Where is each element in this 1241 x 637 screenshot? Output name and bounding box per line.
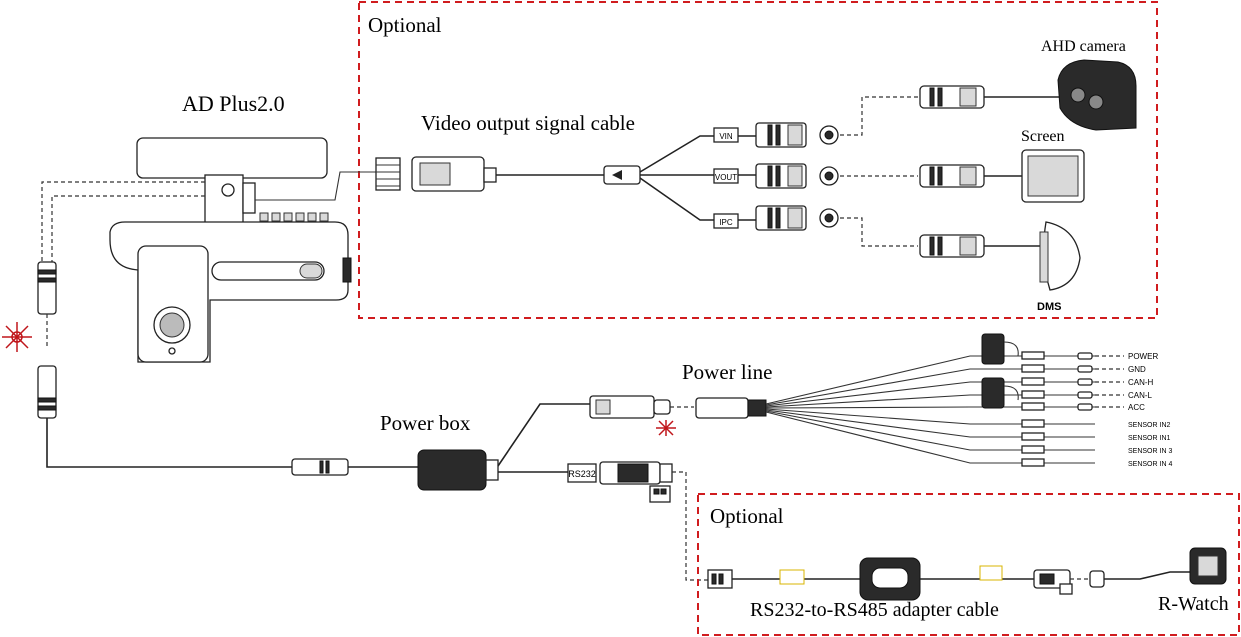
wire-label: GND xyxy=(1128,365,1146,374)
video-cable-label: Video output signal cable xyxy=(421,111,635,135)
screen-label: Screen xyxy=(1021,128,1065,145)
rwatch-label: R-Watch xyxy=(1158,593,1229,615)
device-label: AD Plus2.0 xyxy=(182,91,285,116)
wire-label: POWER xyxy=(1128,352,1158,361)
adapter-label: RS232-to-RS485 adapter cable xyxy=(750,599,999,621)
dms-label: DMS xyxy=(1037,301,1061,313)
video-output-cable xyxy=(255,135,760,221)
ipc-tag: IPC xyxy=(719,218,733,227)
rs232-tag: RS232 xyxy=(568,469,596,479)
wire-label: CAN-H xyxy=(1128,378,1154,387)
screen-monitor xyxy=(919,149,1085,203)
vout-tag: VOUT xyxy=(715,173,737,182)
vout-connector: VOUT xyxy=(713,163,839,189)
power-box-label: Power box xyxy=(380,411,471,435)
fuse-icon xyxy=(656,420,676,436)
rs232-rs485-adapter xyxy=(707,547,1227,601)
fuse-warning-icon xyxy=(2,322,32,352)
power-line-label: Power line xyxy=(682,360,772,384)
power-wire-labels: POWER GND CAN-H CAN-L ACC SENSOR IN2 SEN… xyxy=(1128,352,1172,468)
vin-connector: VIN xyxy=(713,122,839,148)
wire-label: SENSOR IN 3 xyxy=(1128,448,1172,455)
optional-box-bottom xyxy=(697,493,1240,636)
main-harness xyxy=(37,181,418,476)
vin-link xyxy=(840,96,918,136)
ahd-camera-label: AHD camera xyxy=(1041,38,1126,55)
ad-plus-device xyxy=(109,137,352,363)
wire-label: SENSOR IN2 xyxy=(1128,422,1171,429)
optional-label-bottom: Optional xyxy=(710,504,784,528)
optional-box-top xyxy=(358,1,1158,319)
optional-label-top: Optional xyxy=(368,13,442,37)
vin-tag: VIN xyxy=(719,132,733,141)
wire-label: SENSOR IN 4 xyxy=(1128,461,1172,468)
wire-label: SENSOR IN1 xyxy=(1128,435,1171,442)
power-line-harness xyxy=(695,333,1124,467)
dms-camera xyxy=(919,221,1081,291)
ipc-link xyxy=(840,217,918,247)
wire-label: CAN-L xyxy=(1128,391,1153,400)
ipc-connector: IPC xyxy=(713,205,839,231)
wire-label: ACC xyxy=(1128,403,1145,412)
power-box: RS232 xyxy=(417,395,708,581)
ahd-camera xyxy=(919,59,1137,131)
